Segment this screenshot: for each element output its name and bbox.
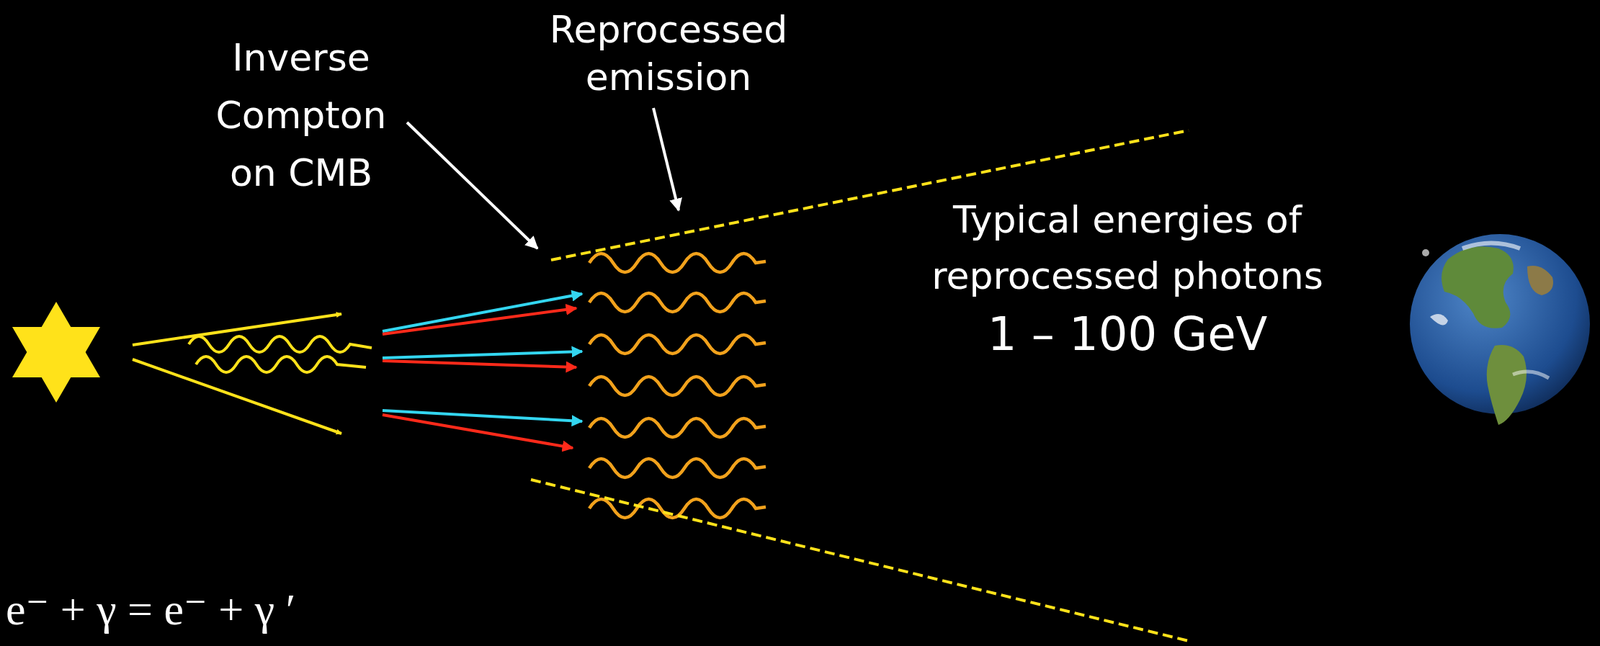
electron-positron-pairs xyxy=(382,293,583,449)
callout-label: Inverse Compton on CMB xyxy=(193,28,410,202)
energy-range: 1 – 100 GeV xyxy=(896,305,1358,364)
callout-label: Reprocessed emission xyxy=(531,5,806,101)
reprocessed-photons xyxy=(589,253,766,518)
leader-arrow xyxy=(407,108,679,249)
reaction-equation: e⁻ + γ = e⁻ + γ ′ xyxy=(5,580,410,639)
annotation-text: Typical energies of reprocessed photons xyxy=(896,191,1358,305)
star-source xyxy=(12,301,101,403)
gamma-rays xyxy=(132,314,372,434)
earth xyxy=(1409,234,1590,426)
